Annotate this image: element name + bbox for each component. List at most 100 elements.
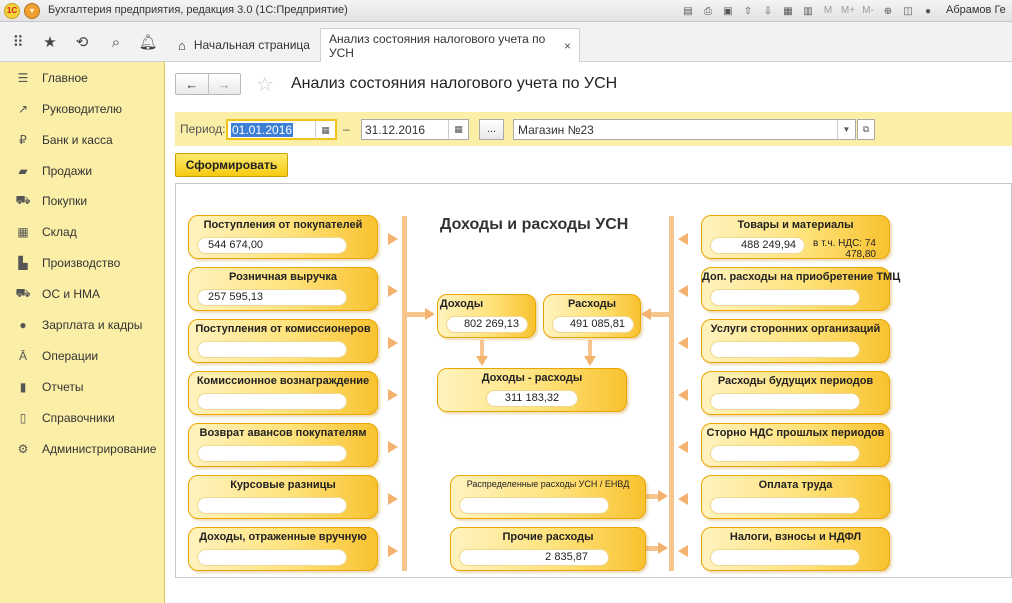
favorites-star-icon[interactable]: ★ (43, 34, 57, 51)
upload-icon[interactable]: ⇧ (743, 5, 753, 17)
calendar-icon[interactable]: ▦ (315, 121, 335, 140)
sidebar-item-warehouse[interactable]: ▦ Склад (0, 221, 165, 243)
sidebar-item-purchases[interactable]: ⛟ Покупки (0, 190, 165, 212)
user-icon: ● (924, 5, 932, 17)
sidebar-item-reports[interactable]: ▮ Отчеты (0, 376, 165, 398)
zoom-icon[interactable]: ⊕ (883, 5, 893, 17)
sidebar-item-salary[interactable]: ● Зарплата и кадры (0, 314, 165, 336)
operations-icon: Ᾱ (18, 349, 27, 363)
arrow-right-icon (388, 493, 398, 505)
tab-report-label: Анализ состояния налогового учета по УСН (329, 31, 546, 60)
download-icon[interactable]: ⇩ (763, 5, 773, 17)
organization-value: Магазин №23 (518, 123, 594, 137)
forward-button[interactable]: → (207, 74, 241, 94)
income-source-box[interactable]: Розничная выручка 257 595,13 (188, 267, 378, 311)
expense-total-box[interactable]: Расходы 491 085,81 (543, 294, 641, 338)
box-title: Сторно НДС прошлых периодов (706, 427, 885, 439)
arrow-right-icon (388, 389, 398, 401)
favorite-star-icon[interactable]: ☆ (256, 74, 274, 96)
calculator-icon[interactable]: ▦ (783, 5, 793, 17)
income-source-box[interactable]: Доходы, отраженные вручную (188, 527, 378, 571)
gear-icon: ⚙ (17, 442, 29, 456)
sidebar-item-label: Отчеты (42, 380, 84, 394)
box-value: 2 835,87 (459, 549, 609, 566)
tab-home[interactable]: ⌂ Начальная страница (168, 28, 320, 62)
result-box[interactable]: Доходы - расходы 311 183,32 (437, 368, 627, 412)
box-value: 488 249,94 (710, 237, 805, 254)
box-title: Розничная выручка (229, 271, 337, 283)
box-value (197, 393, 347, 410)
memory-plus-button[interactable]: M+ (840, 5, 856, 16)
sidebar-item-label: Администрирование (42, 442, 157, 456)
box-value (197, 497, 347, 514)
date-to-field[interactable]: 31.12.2016 ▦ (361, 119, 469, 140)
sidebar-item-bank[interactable]: ₽ Банк и касса (0, 129, 165, 151)
other-expenses-box[interactable]: Прочие расходы 2 835,87 (450, 527, 646, 571)
arrow-right-icon (388, 337, 398, 349)
sidebar-item-label: Продажи (42, 164, 93, 178)
panel-icon[interactable]: ◫ (903, 5, 913, 17)
close-icon[interactable]: × (563, 38, 571, 53)
ruble-coin-icon: ₽ (19, 133, 27, 147)
box-value: 491 085,81 (552, 316, 634, 333)
income-source-box[interactable]: Поступления от покупателей 544 674,00 (188, 215, 378, 259)
organization-field[interactable]: Магазин №23 ▼ (513, 119, 856, 140)
sidebar-item-production[interactable]: ▙ Производство (0, 252, 165, 274)
sidebar-item-label: Руководителю (42, 102, 123, 116)
income-source-box[interactable]: Возврат авансов покупателям (188, 423, 378, 467)
sidebar-item-label: Главное (42, 71, 88, 85)
income-source-box[interactable]: Курсовые разницы (188, 475, 378, 519)
box-title: Доходы (439, 298, 484, 310)
expense-source-box[interactable]: Услуги сторонних организаций (701, 319, 890, 363)
sidebar-item-sales[interactable]: ▰ Продажи (0, 160, 165, 182)
sidebar-item-operations[interactable]: Ᾱ Операции (0, 345, 165, 367)
open-organization-icon[interactable]: ⧉ (857, 119, 875, 140)
period-select-button[interactable]: ... (479, 119, 504, 140)
chevron-down-icon[interactable]: ▼ (837, 120, 855, 139)
box-title: Доходы - расходы (481, 372, 583, 384)
sections-grid-icon[interactable]: ⠿ (12, 34, 24, 51)
sidebar-item-catalogs[interactable]: ▯ Справочники (0, 407, 165, 429)
sections-sidebar: ☰ Главное ↗ Руководителю ₽ Банк и касса … (0, 62, 165, 603)
income-source-box[interactable]: Комиссионное вознаграждение (188, 371, 378, 415)
income-source-box[interactable]: Поступления от комиссионеров (188, 319, 378, 363)
history-icon[interactable]: ⟲ (75, 34, 89, 51)
sidebar-item-label: Зарплата и кадры (42, 318, 143, 332)
expense-source-box[interactable]: Расходы будущих периодов (701, 371, 890, 415)
memory-button[interactable]: M (823, 5, 833, 16)
preview-icon[interactable]: ▣ (723, 5, 733, 17)
box-vat-note: в т.ч. НДС: 74 478,80 (812, 238, 876, 260)
box-value (710, 393, 860, 410)
tab-report[interactable]: Анализ состояния налогового учета по УСН… (320, 28, 580, 62)
calendar-icon[interactable]: ▦ (448, 120, 468, 139)
back-button[interactable]: ← (185, 76, 199, 92)
sidebar-item-main[interactable]: ☰ Главное (0, 67, 165, 89)
expense-source-box[interactable]: Товары и материалы 488 249,94 в т.ч. НДС… (701, 215, 890, 260)
user-name[interactable]: Абрамов Ге (946, 4, 1006, 16)
distributed-expenses-box[interactable]: Распределенные расходы УСН / ЕНВД (450, 475, 646, 519)
box-title: Товары и материалы (737, 219, 854, 231)
expense-source-box[interactable]: Оплата труда (701, 475, 890, 519)
income-total-box[interactable]: Доходы 802 269,13 (437, 294, 536, 338)
print-icon[interactable]: ⎙ (704, 5, 712, 17)
box-value: 257 595,13 (197, 289, 347, 306)
memory-minus-button[interactable]: M- (862, 5, 874, 16)
main-menu-icon[interactable]: ▾ (24, 3, 40, 19)
expense-source-box[interactable]: Сторно НДС прошлых периодов (701, 423, 890, 467)
bell-icon[interactable]: 🔔︎ (138, 34, 158, 51)
calendar-icon[interactable]: ▥ (803, 5, 813, 17)
generate-button[interactable]: Сформировать (175, 153, 288, 177)
right-collector-bar (669, 216, 674, 571)
date-from-field[interactable]: 01.01.2016 ▦ (226, 119, 337, 140)
search-icon[interactable]: ⌕ (111, 33, 121, 51)
factory-icon: ▙ (18, 256, 28, 270)
box-value (197, 341, 347, 358)
box-value: 544 674,00 (197, 237, 347, 254)
sidebar-item-admin[interactable]: ⚙ Администрирование (0, 438, 165, 460)
sidebar-item-assets[interactable]: ⛟ ОС и НМА (0, 283, 165, 305)
trend-icon: ↗ (17, 102, 29, 116)
save-icon[interactable]: ▤ (683, 5, 693, 17)
sidebar-item-manager[interactable]: ↗ Руководителю (0, 98, 165, 120)
expense-source-box[interactable]: Доп. расходы на приобретение ТМЦ (701, 267, 900, 311)
expense-source-box[interactable]: Налоги, взносы и НДФЛ (701, 527, 890, 571)
